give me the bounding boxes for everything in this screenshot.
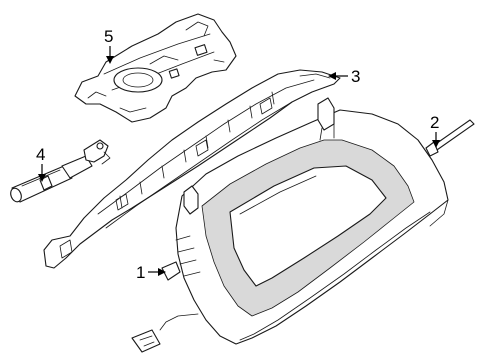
callout-3-label: 3 [351,67,360,86]
callout-4-label: 4 [36,145,45,164]
part-1-glove-box-bin [131,97,449,353]
callout-1-label: 1 [136,263,145,282]
callout-1-arrowhead [158,268,166,276]
callout-5-arrowhead [106,56,114,64]
callout-leaders [38,46,440,276]
part-5-latch-module [74,13,237,123]
callout-5-label: 5 [104,27,113,46]
callout-4-arrowhead [38,174,46,182]
callout-2-arrowhead [432,140,440,148]
part-3-damper-rail [43,69,341,269]
callout-2-label: 2 [430,113,439,132]
part-4-damper-cylinder [10,139,111,203]
callout-3-arrowhead [328,72,336,80]
